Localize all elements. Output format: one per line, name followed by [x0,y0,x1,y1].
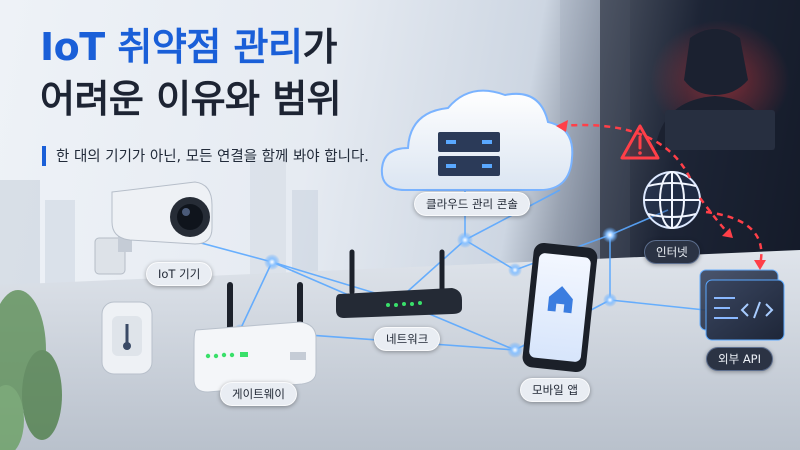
warning-triangle-icon [620,124,660,160]
cloud-server [380,89,574,191]
label-network: 네트워크 [374,327,441,351]
sensor-device [101,301,153,375]
label-external-api: 외부 API [706,347,774,371]
label-cloud-console: 클라우드 관리 콘솔 [414,192,530,216]
security-camera [94,181,213,275]
label-gateway: 게이트웨이 [220,382,297,406]
api-panels [699,269,785,341]
globe-icon [643,171,701,229]
router-device [336,249,462,318]
page-title-line-2: 어려운 이유와 범위 [40,77,342,121]
page-title-line-1: IoT 취약점 관리가 [40,24,337,70]
threat-arrowheads [556,120,766,270]
smartphone [522,242,598,373]
label-iot-device: IoT 기기 [146,262,213,286]
gateway-device [193,282,317,393]
subtitle-accent-bar [42,146,46,166]
hacker-silhouette [600,0,800,260]
code-icon [740,301,774,319]
subtitle: 한 대의 기기가 아닌, 모든 연결을 함께 봐야 합니다. [56,149,369,165]
label-internet: 인터넷 [644,240,700,264]
label-mobile-app: 모바일 앱 [520,378,590,402]
home-icon [547,286,573,314]
plant [0,290,62,450]
title-rest-text: 가 [302,25,337,69]
title-accent-text: IoT 취약점 관리 [40,25,303,69]
